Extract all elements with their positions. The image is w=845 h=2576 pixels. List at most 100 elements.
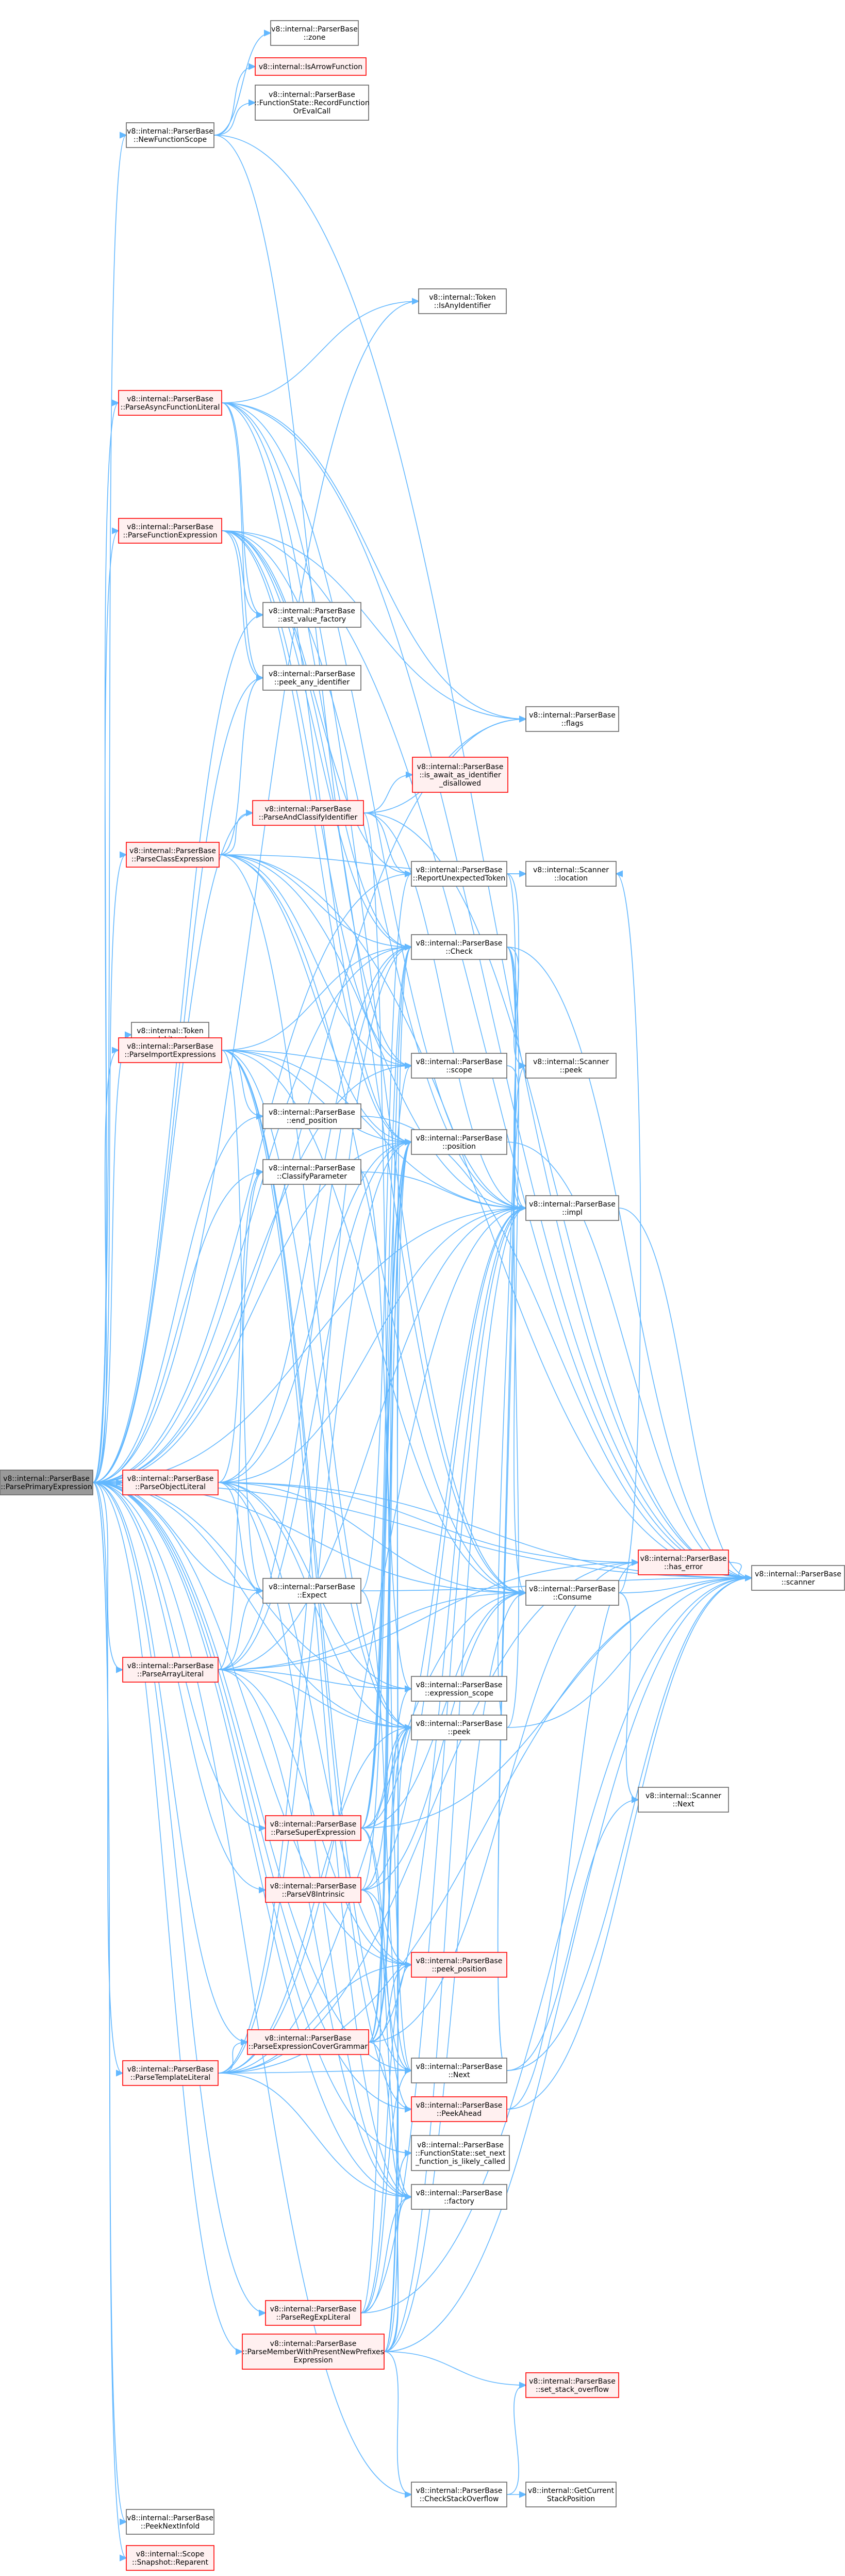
node-parse-async-function-literal[interactable]: v8::internal::ParserBase::ParseAsyncFunc… bbox=[118, 390, 222, 416]
edge-check-stack-overflow-to-set-stack-overflow bbox=[506, 2385, 526, 2495]
node-label-line: v8::internal::ParserBase bbox=[269, 1108, 355, 1117]
edge-root-to-parse-and-classify-identifier bbox=[92, 813, 253, 1483]
node-parse-array-literal[interactable]: v8::internal::ParserBase::ParseArrayLite… bbox=[122, 1657, 219, 1683]
node-parse-super-expression[interactable]: v8::internal::ParserBase::ParseSuperExpr… bbox=[265, 1815, 361, 1841]
node-box bbox=[411, 2135, 510, 2171]
node-is-any-identifier[interactable]: v8::internal::Token::IsAnyIdentifier bbox=[418, 288, 507, 314]
edge-parse-member-with-present-new-prefixes-expression-to-check-stack-overflow bbox=[384, 2351, 411, 2495]
node-label-line: _disallowed bbox=[439, 779, 481, 788]
node-parse-template-literal[interactable]: v8::internal::ParserBase::ParseTemplateL… bbox=[122, 2060, 219, 2086]
node-label-line: v8::internal::ParserBase bbox=[416, 939, 503, 948]
node-record-function-or-eval-call[interactable]: v8::internal::ParserBase::FunctionState:… bbox=[254, 85, 370, 121]
node-label-line: ::peek_any_identifier bbox=[274, 678, 350, 687]
node-set-next-function-is-likely-called[interactable]: v8::internal::ParserBase::FunctionState:… bbox=[411, 2135, 510, 2171]
edge-root-to-parse-member-with-present-new-prefixes-expression bbox=[92, 1482, 242, 2352]
node-is-await-as-identifier-disallowed[interactable]: v8::internal::ParserBase::is_await_as_id… bbox=[412, 757, 508, 793]
node-consume[interactable]: v8::internal::ParserBase::Consume bbox=[525, 1580, 619, 1606]
node-label-line: ::FunctionState::RecordFunction bbox=[254, 99, 369, 107]
node-parse-and-classify-identifier[interactable]: v8::internal::ParserBase::ParseAndClassi… bbox=[252, 800, 364, 826]
node-box bbox=[265, 1815, 361, 1841]
node-label-line: v8::internal::Scanner bbox=[533, 866, 609, 874]
node-label-line: ::scanner bbox=[781, 1578, 815, 1587]
node-has-error[interactable]: v8::internal::ParserBase::has_error bbox=[638, 1550, 729, 1575]
node-set-stack-overflow[interactable]: v8::internal::ParserBase::set_stack_over… bbox=[525, 2372, 619, 2398]
node-label-line: v8::internal::ParserBase bbox=[269, 91, 355, 99]
edge-parse-async-function-literal-to-consume bbox=[221, 402, 526, 1593]
node-scanner-next[interactable]: v8::internal::Scanner::Next bbox=[638, 1787, 729, 1813]
edge-parse-template-literal-to-next bbox=[218, 2070, 411, 2073]
edge-report-unexpected-token-to-impl bbox=[506, 873, 526, 1208]
node-box bbox=[411, 861, 507, 887]
node-box bbox=[525, 2372, 619, 2398]
node-expression-scope[interactable]: v8::internal::ParserBase::expression_sco… bbox=[411, 1676, 507, 1702]
node-scope[interactable]: v8::internal::ParserBase::scope bbox=[411, 1053, 507, 1079]
node-peek-position[interactable]: v8::internal::ParserBase::peek_position bbox=[411, 1952, 507, 1978]
node-box bbox=[525, 706, 619, 732]
edge-root-to-is-literal bbox=[92, 1035, 131, 1483]
node-expect[interactable]: v8::internal::ParserBase::Expect bbox=[262, 1578, 361, 1604]
edge-parse-member-with-present-new-prefixes-expression-to-set-stack-overflow bbox=[384, 2351, 526, 2385]
node-parse-expression-cover-grammar[interactable]: v8::internal::ParserBase::ParseExpressio… bbox=[247, 2029, 369, 2055]
node-parse-import-expressions[interactable]: v8::internal::ParserBase::ParseImportExp… bbox=[118, 1037, 222, 1063]
node-box bbox=[122, 2060, 219, 2086]
node-parse-object-literal[interactable]: v8::internal::ParserBase::ParseObjectLit… bbox=[122, 1470, 219, 1495]
edge-parse-array-literal-to-position bbox=[218, 1142, 411, 1670]
node-impl[interactable]: v8::internal::ParserBase::impl bbox=[525, 1195, 619, 1221]
node-is-arrow-function[interactable]: v8::internal::IsArrowFunction bbox=[255, 57, 367, 76]
edge-parse-array-literal-to-expression-scope bbox=[218, 1669, 411, 1689]
node-peek-ahead[interactable]: v8::internal::ParserBase::PeekAhead bbox=[411, 2096, 507, 2122]
node-end-position[interactable]: v8::internal::ParserBase::end_position bbox=[262, 1103, 361, 1129]
node-peek-any-identifier[interactable]: v8::internal::ParserBase::peek_any_ident… bbox=[262, 665, 361, 691]
node-report-unexpected-token[interactable]: v8::internal::ParserBase::ReportUnexpect… bbox=[411, 861, 507, 887]
edge-parse-import-expressions-to-check bbox=[221, 947, 411, 1051]
node-box bbox=[418, 288, 507, 314]
node-ast-value-factory[interactable]: v8::internal::ParserBase::ast_value_fact… bbox=[262, 602, 361, 628]
node-box bbox=[118, 1037, 222, 1063]
node-snapshot-parent[interactable]: v8::internal::Scope::Snapshot::Reparent bbox=[126, 2545, 214, 2571]
edge-classify-parameter-to-expression-scope bbox=[360, 1171, 411, 1689]
edge-parse-reg-exp-literal-to-scanner bbox=[360, 1578, 752, 2313]
node-parse-reg-exp-literal[interactable]: v8::internal::ParserBase::ParseRegExpLit… bbox=[265, 2300, 361, 2326]
node-scanner-location[interactable]: v8::internal::Scanner::location bbox=[525, 861, 617, 887]
node-peek[interactable]: v8::internal::ParserBase::peek bbox=[411, 1715, 507, 1740]
edge-parse-array-literal-to-check bbox=[218, 947, 411, 1670]
node-scanner[interactable]: v8::internal::ParserBase::scanner bbox=[751, 1565, 845, 1591]
edge-parse-member-with-present-new-prefixes-expression-to-position bbox=[384, 1142, 411, 2352]
node-parse-member-with-present-new-prefixes-expression[interactable]: v8::internal::ParserBase::ParseMemberWit… bbox=[242, 2334, 385, 2370]
node-label-line: ::ReportUnexpectedToken bbox=[413, 874, 506, 883]
node-label-line: v8::internal::ParserBase bbox=[416, 1058, 503, 1066]
edge-check-to-scanner-peek bbox=[506, 947, 526, 1066]
edge-root-to-peek-any-identifier bbox=[92, 678, 263, 1483]
node-label-line: v8::internal::GetCurrent bbox=[528, 2487, 615, 2495]
node-label-line: v8::internal::ParserBase bbox=[127, 2514, 213, 2522]
node-flags[interactable]: v8::internal::ParserBase::flags bbox=[525, 706, 619, 732]
node-label-line: v8::internal::ParserBase bbox=[755, 1570, 841, 1578]
edge-parse-array-literal-to-impl bbox=[218, 1208, 526, 1670]
node-parse-function-expression[interactable]: v8::internal::ParserBase::ParseFunctionE… bbox=[118, 518, 222, 544]
edge-check-to-consume bbox=[506, 947, 526, 1593]
node-label-line: ::Consume bbox=[553, 1593, 591, 1602]
node-label-line: ::ParseImportExpressions bbox=[124, 1051, 216, 1059]
node-root[interactable]: v8::internal::ParserBase::ParsePrimaryEx… bbox=[0, 1470, 93, 1495]
edge-root-to-parse-class-expression bbox=[92, 855, 126, 1483]
node-box bbox=[265, 2300, 361, 2326]
node-check-stack-overflow[interactable]: v8::internal::ParserBase::CheckStackOver… bbox=[411, 2482, 507, 2507]
node-box bbox=[411, 1129, 507, 1155]
edge-parse-member-with-present-new-prefixes-expression-to-scanner bbox=[384, 1578, 752, 2352]
node-new-function-scope[interactable]: v8::internal::ParserBase::NewFunctionSco… bbox=[126, 122, 214, 148]
node-peek-next-infold[interactable]: v8::internal::ParserBase::PeekNextInfold bbox=[126, 2509, 214, 2535]
edge-parse-super-expression-to-check bbox=[360, 947, 411, 1829]
node-label-line: v8::internal::Token bbox=[137, 1027, 204, 1035]
node-zone[interactable]: v8::internal::ParserBase::zone bbox=[270, 20, 359, 46]
node-classify-parameter[interactable]: v8::internal::ParserBase::ClassifyParame… bbox=[262, 1159, 361, 1185]
node-next[interactable]: v8::internal::ParserBase::Next bbox=[411, 2058, 507, 2083]
node-scanner-peek[interactable]: v8::internal::Scanner::peek bbox=[525, 1053, 617, 1079]
node-parse-v8intrinsic[interactable]: v8::internal::ParserBase::ParseV8Intrins… bbox=[265, 1877, 361, 1903]
edge-parse-expression-cover-grammar-to-check bbox=[368, 947, 411, 2043]
node-label-line: ::PeekNextInfold bbox=[141, 2522, 200, 2531]
node-parse-class-expression[interactable]: v8::internal::ParserBase::ParseClassExpr… bbox=[126, 842, 220, 868]
node-position[interactable]: v8::internal::ParserBase::position bbox=[411, 1129, 507, 1155]
node-factory[interactable]: v8::internal::ParserBase::factory bbox=[411, 2184, 507, 2210]
node-check[interactable]: v8::internal::ParserBase::Check bbox=[411, 934, 507, 960]
